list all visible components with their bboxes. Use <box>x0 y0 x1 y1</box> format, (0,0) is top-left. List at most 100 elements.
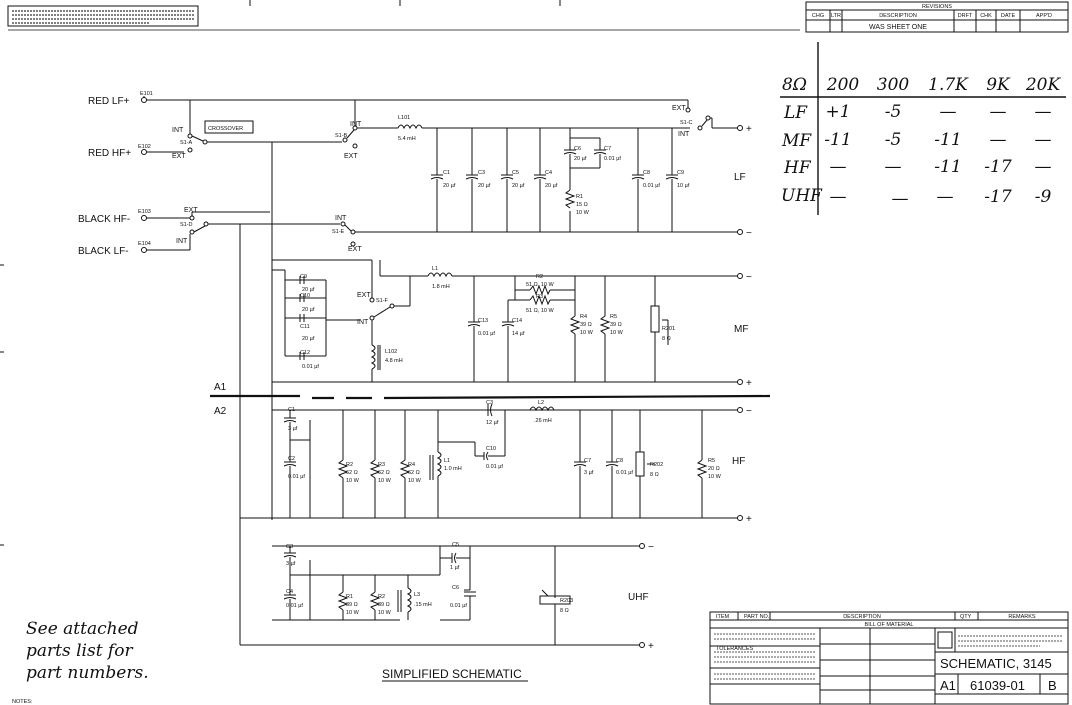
hf-section-label: HF <box>732 456 745 467</box>
uhf-r1-label: R1 <box>346 594 353 600</box>
note-line-3: part numbers. <box>26 663 149 683</box>
c1-label: C1 <box>443 170 450 176</box>
uhf-minus-label: − <box>648 542 654 553</box>
mf-minus-label: − <box>746 272 752 283</box>
uhf-section-label: UHF <box>628 592 649 603</box>
rating-hf-20k: — <box>1035 157 1052 177</box>
hf-c10-label: C10 <box>486 446 496 452</box>
uhf-c3-label: C3 <box>286 544 293 550</box>
hf-c7-value: 3 µf <box>584 470 594 476</box>
revisions-header-appd: APP'D <box>1036 13 1052 19</box>
r2-value: 51 Ω, 10 W <box>526 282 554 288</box>
black-hf-input-label: BLACK HF- <box>78 214 130 225</box>
rating-row-mf: MF <box>781 131 812 151</box>
uhf-r2-value: 39 Ω <box>378 602 390 608</box>
rating-row-uhf: UHF <box>781 186 823 206</box>
rating-corner-label: 8Ω <box>782 75 807 95</box>
hf-c2-label: C2 <box>288 456 295 462</box>
hf-r2-value: 62 Ω <box>346 470 358 476</box>
rating-uhf-20k: -9 <box>1035 187 1052 207</box>
revisions-header-chk: CHK <box>980 13 992 19</box>
hf-l1-label: L1 <box>444 458 450 464</box>
mf-c9-value: 20 µf <box>302 287 315 293</box>
hf-c2-value: 0.01 µf <box>288 474 305 480</box>
c5-label: C5 <box>512 170 519 176</box>
revisions-header-ltr: LTR <box>831 13 841 19</box>
mf-plus-label: + <box>746 378 752 389</box>
red-hf-input-label: RED HF+ <box>88 148 131 159</box>
rating-mf-1-7k: -11 <box>934 130 961 150</box>
mf-c12-label: C12 <box>300 350 310 356</box>
hf-r3-value: 62 Ω <box>378 470 390 476</box>
r4-label: R4 <box>580 314 587 320</box>
rating-row-lf: LF <box>783 103 808 123</box>
rating-col-200: 200 <box>826 75 860 95</box>
note-line-2: parts list for <box>26 641 133 661</box>
rating-lf-1-7k: — <box>940 102 957 122</box>
hf-r5-value: 20 Ω <box>708 466 720 472</box>
hf-r5-label: R5 <box>708 458 715 464</box>
c8-label: C8 <box>643 170 650 176</box>
rating-mf-9k: — <box>990 130 1007 150</box>
lf-section-label: LF <box>734 172 746 183</box>
c13-value: 0.01 µf <box>478 331 495 337</box>
s1f-int-label: INT <box>357 319 369 326</box>
red-lf-input-label: RED LF+ <box>88 96 130 107</box>
c13-label: C13 <box>478 318 488 324</box>
uhf-c4-label: C4 <box>286 589 293 595</box>
rating-hf-1-7k: -11 <box>934 157 961 177</box>
c6-label: C6 <box>574 146 581 152</box>
hf-r4-label: R4 <box>408 462 415 468</box>
c5-value: 20 µf <box>512 183 525 189</box>
l102-label: L102 <box>385 349 397 355</box>
hf-r4-wattage: 10 W <box>408 478 422 484</box>
hf-r2-label: R2 <box>346 462 353 468</box>
e101-label: E101 <box>140 91 153 97</box>
s1c-int-label: INT <box>678 131 690 138</box>
s1d-ext-label: EXT <box>184 207 198 214</box>
hf-c8-label: C8 <box>616 458 623 464</box>
rating-col-20k: 20K <box>1025 75 1062 95</box>
uhf-network <box>240 543 645 648</box>
title-block-bom: BILL OF MATERIAL <box>865 622 914 628</box>
r2-label: R2 <box>536 274 543 280</box>
revisions-block: REVISIONS CHG LTR DESCRIPTION DRFT CHK D… <box>805 1 1069 33</box>
c7-label: C7 <box>604 146 611 152</box>
c14-label: C14 <box>512 318 522 324</box>
title-block-qty-header: QTY <box>960 614 972 620</box>
title-block <box>709 611 1069 705</box>
mf-section-label: MF <box>734 324 748 335</box>
hf-c3-label: C3 <box>486 400 493 406</box>
uhf-l3-value: .15 mH <box>414 602 432 608</box>
s1d-label: S1-D <box>180 222 193 228</box>
hf-c10-value: 0.01 µf <box>486 464 503 470</box>
r5-wattage: 10 W <box>610 330 624 336</box>
revisions-header-drft: DRFT <box>958 13 973 19</box>
r5-label: R5 <box>610 314 617 320</box>
uhf-c5-value: 1 µf <box>450 565 460 571</box>
title-block-description-header: DESCRIPTION <box>843 614 881 620</box>
s1e-int-label: INT <box>335 215 347 222</box>
revisions-row-description: WAS SHEET ONE <box>869 24 927 31</box>
hf-r3-label: R3 <box>378 462 385 468</box>
s1b-ext-label: EXT <box>344 153 358 160</box>
s1c-ext-label: EXT <box>672 105 686 112</box>
title-block-text: ITEM PART NO. DESCRIPTION QTY REMARKS BI… <box>716 614 1057 693</box>
uhf-c6-value: 0.01 µf <box>450 603 467 609</box>
rating-col-300: 300 <box>877 75 910 95</box>
hf-c7-label: C7 <box>584 458 591 464</box>
crossover-label: CROSSOVER <box>208 126 243 132</box>
hf-c3-value: 12 µf <box>486 420 499 426</box>
rating-uhf-300: — <box>892 189 909 209</box>
drawing-revision: B <box>1048 678 1057 693</box>
rating-uhf-200: — <box>830 187 847 207</box>
r1-wattage: 10 W <box>576 210 590 216</box>
header-notes-box <box>7 0 800 31</box>
hf-r5-wattage: 10 W <box>708 474 722 480</box>
schematic-labels: RED LF+ E101 RED HF+ E102 BLACK HF- E103… <box>78 91 752 652</box>
hf-r3-wattage: 10 W <box>378 478 392 484</box>
rating-uhf-1-7k: — <box>937 187 954 207</box>
revisions-header-description: DESCRIPTION <box>879 13 917 19</box>
hf-c1-value: 3 µf <box>288 426 298 432</box>
uhf-c4-value: 0.01 µf <box>286 603 303 609</box>
